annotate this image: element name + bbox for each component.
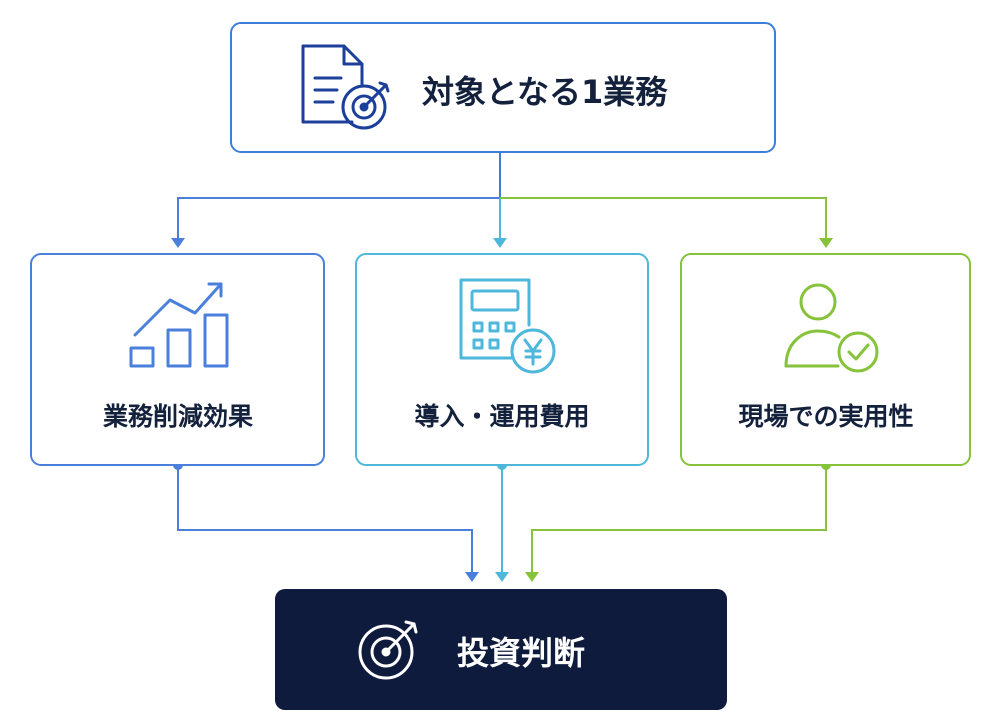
criterion-box-3: 現場での実用性 (680, 253, 971, 466)
arrowhead-bottom-middle (495, 572, 509, 582)
bottom-box-label: 投資判断 (457, 634, 585, 672)
top-box-frame (230, 22, 776, 153)
top-connectors (177, 152, 827, 240)
bottom-box: 投資判断 (275, 589, 727, 710)
arrowhead-left (171, 238, 185, 248)
growth-chart-icon (129, 282, 229, 368)
bottom-box-frame (275, 589, 727, 710)
connector-top-right (500, 197, 827, 240)
calculator-yen-icon (459, 278, 556, 374)
criterion-label-3: 現場での実用性 (738, 402, 913, 431)
criterion-label-1: 業務削減効果 (103, 402, 253, 431)
criterion-box-1: 業務削減効果 (30, 253, 325, 466)
arrowhead-right (819, 238, 833, 248)
arrowhead-bottom-left (465, 572, 479, 582)
connector-bottom-left (177, 465, 473, 574)
arrowhead-bottom-right (525, 572, 539, 582)
criterion-box-2: 導入・運用費用 (355, 253, 649, 466)
top-box-label: 対象となる1業務 (422, 73, 668, 111)
criterion-box-3-frame (680, 253, 971, 466)
user-check-icon (784, 283, 879, 373)
top-box: 対象となる1業務 (230, 22, 776, 153)
bottom-connectors (177, 465, 827, 574)
criterion-label-2: 導入・運用費用 (414, 402, 589, 431)
arrowhead-middle (493, 238, 507, 248)
target-icon (358, 620, 418, 680)
criterion-box-1-frame (30, 253, 325, 466)
document-target-icon (301, 44, 390, 130)
connector-top-left (177, 197, 500, 240)
connector-bottom-right (531, 465, 827, 574)
